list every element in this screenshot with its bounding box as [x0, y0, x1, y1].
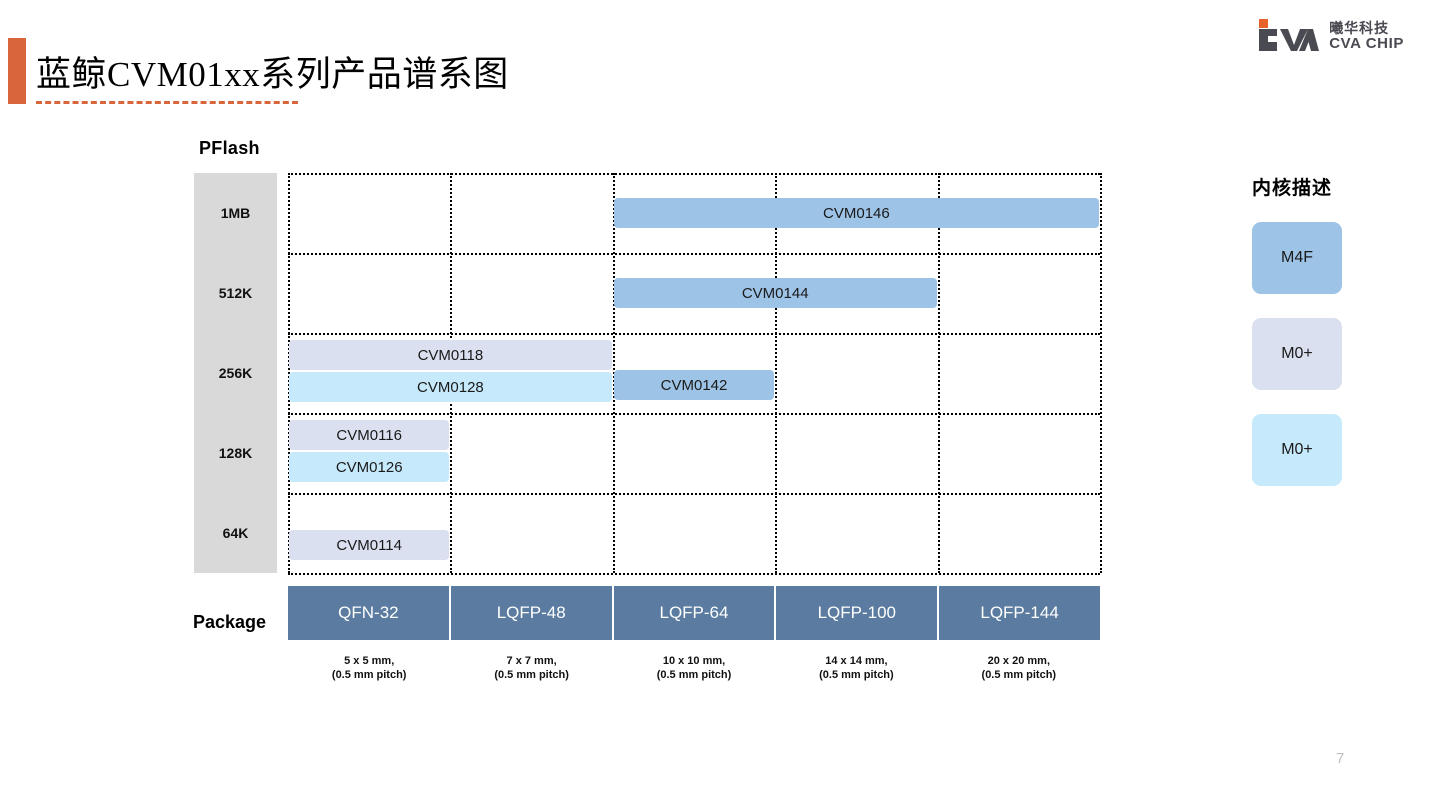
grid-line-horizontal	[288, 573, 1100, 575]
package-dimension-label: 20 x 20 mm,(0.5 mm pitch)	[981, 655, 1057, 681]
brand-name-en: CVA CHIP	[1329, 35, 1404, 53]
product-bar[interactable]: CVM0126	[289, 452, 450, 482]
product-bar[interactable]: CVM0114	[289, 530, 450, 560]
core-legend: 内核描述 M4F M0+ M0+	[1252, 173, 1412, 510]
pflash-axis-title: PFlash	[199, 138, 260, 158]
grid-line-vertical	[1100, 173, 1102, 573]
product-bar[interactable]: CVM0118	[289, 340, 612, 370]
package-dimension-label: 10 x 10 mm,(0.5 mm pitch)	[656, 655, 732, 681]
product-bar[interactable]: CVM0116	[289, 420, 450, 450]
package-dimension-label: 7 x 7 mm,(0.5 mm pitch)	[494, 655, 569, 681]
title-underline-divider	[36, 101, 298, 104]
grid-line-horizontal	[288, 173, 1100, 175]
grid-line-horizontal	[288, 413, 1100, 415]
package-dimensions-row: 5 x 5 mm,(0.5 mm pitch) 7 x 7 mm,(0.5 mm …	[288, 655, 1100, 683]
pflash-tick: 1MB	[220, 205, 251, 221]
product-bar[interactable]: CVM0144	[613, 278, 937, 308]
pflash-tick: 256K	[218, 365, 253, 381]
legend-title: 内核描述	[1252, 178, 1333, 199]
package-axis-title: Package	[193, 612, 267, 632]
package-dimension-label: 5 x 5 mm,(0.5 mm pitch)	[331, 655, 407, 681]
product-bar[interactable]: CVM0146	[613, 198, 1099, 228]
product-bar[interactable]: CVM0128	[289, 372, 612, 402]
package-cell[interactable]: LQFP-48	[450, 586, 614, 640]
package-cell[interactable]: LQFP-64	[613, 586, 777, 640]
grid-line-horizontal	[288, 493, 1100, 495]
page-title: 蓝鲸CVM01xx系列产品谱系图	[36, 55, 509, 94]
grid-line-horizontal	[288, 333, 1100, 335]
legend-item: M4F	[1252, 222, 1342, 294]
brand-logo: 曦华科技 CVA CHIP	[1253, 18, 1404, 56]
package-cell[interactable]: LQFP-144	[939, 586, 1100, 640]
pflash-tick: 64K	[222, 525, 249, 541]
cva-logo-icon	[1253, 18, 1320, 56]
grid-line-horizontal	[288, 253, 1100, 255]
legend-item: M0+	[1252, 318, 1342, 390]
pflash-tick: 128K	[218, 445, 253, 461]
product-bar[interactable]: CVM0142	[613, 370, 775, 400]
grid-line-vertical	[937, 173, 940, 573]
brand-logo-text: 曦华科技 CVA CHIP	[1329, 19, 1404, 53]
page-number: 7	[1336, 750, 1345, 767]
pflash-tick: 512K	[218, 285, 253, 301]
brand-name-cn: 曦华科技	[1329, 19, 1390, 36]
pflash-axis-scale: 1MB 512K 256K 128K 64K	[194, 173, 277, 573]
package-dimension-label: 14 x 14 mm,(0.5 mm pitch)	[819, 655, 894, 681]
package-cell[interactable]: QFN-32	[288, 586, 451, 640]
legend-items: M4F M0+ M0+	[1252, 222, 1412, 486]
package-cell[interactable]: LQFP-100	[776, 586, 940, 640]
grid-line-vertical	[775, 173, 778, 573]
title-accent-bar	[8, 38, 26, 104]
legend-item: M0+	[1252, 414, 1342, 486]
